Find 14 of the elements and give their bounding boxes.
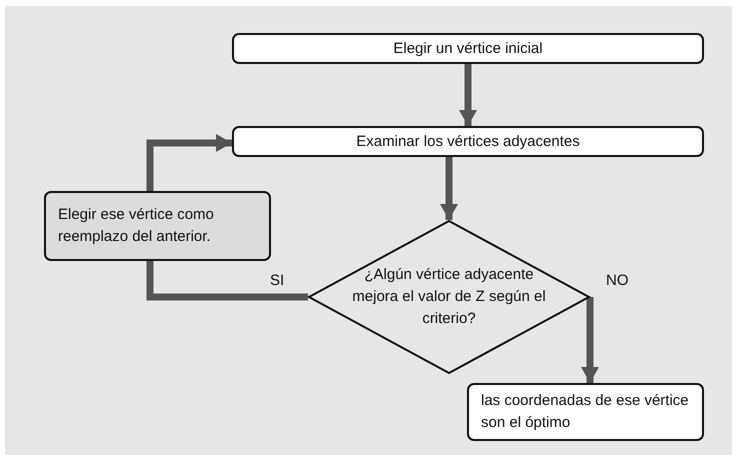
process-box bbox=[232, 126, 704, 157]
process-box bbox=[467, 383, 704, 441]
process-box bbox=[44, 191, 271, 261]
node-text: ¿Algún vértice adyacente mejora el valor de Z según el criterio? bbox=[351, 265, 547, 329]
node-text: las coordenadas de ese vértice son el óptimo bbox=[481, 391, 690, 433]
process-box bbox=[232, 33, 704, 64]
arrow bbox=[440, 157, 458, 220]
node-text: Examinar los vértices adyacentes bbox=[356, 132, 580, 152]
node-text: Elegir ese vértice como reemplazo del anterior. bbox=[58, 205, 215, 247]
arrow bbox=[459, 64, 477, 126]
decision-diamond bbox=[308, 220, 590, 374]
arrow bbox=[146, 134, 232, 191]
arrow bbox=[581, 297, 599, 383]
node-text: Elegir un vértice inicial bbox=[393, 38, 543, 58]
